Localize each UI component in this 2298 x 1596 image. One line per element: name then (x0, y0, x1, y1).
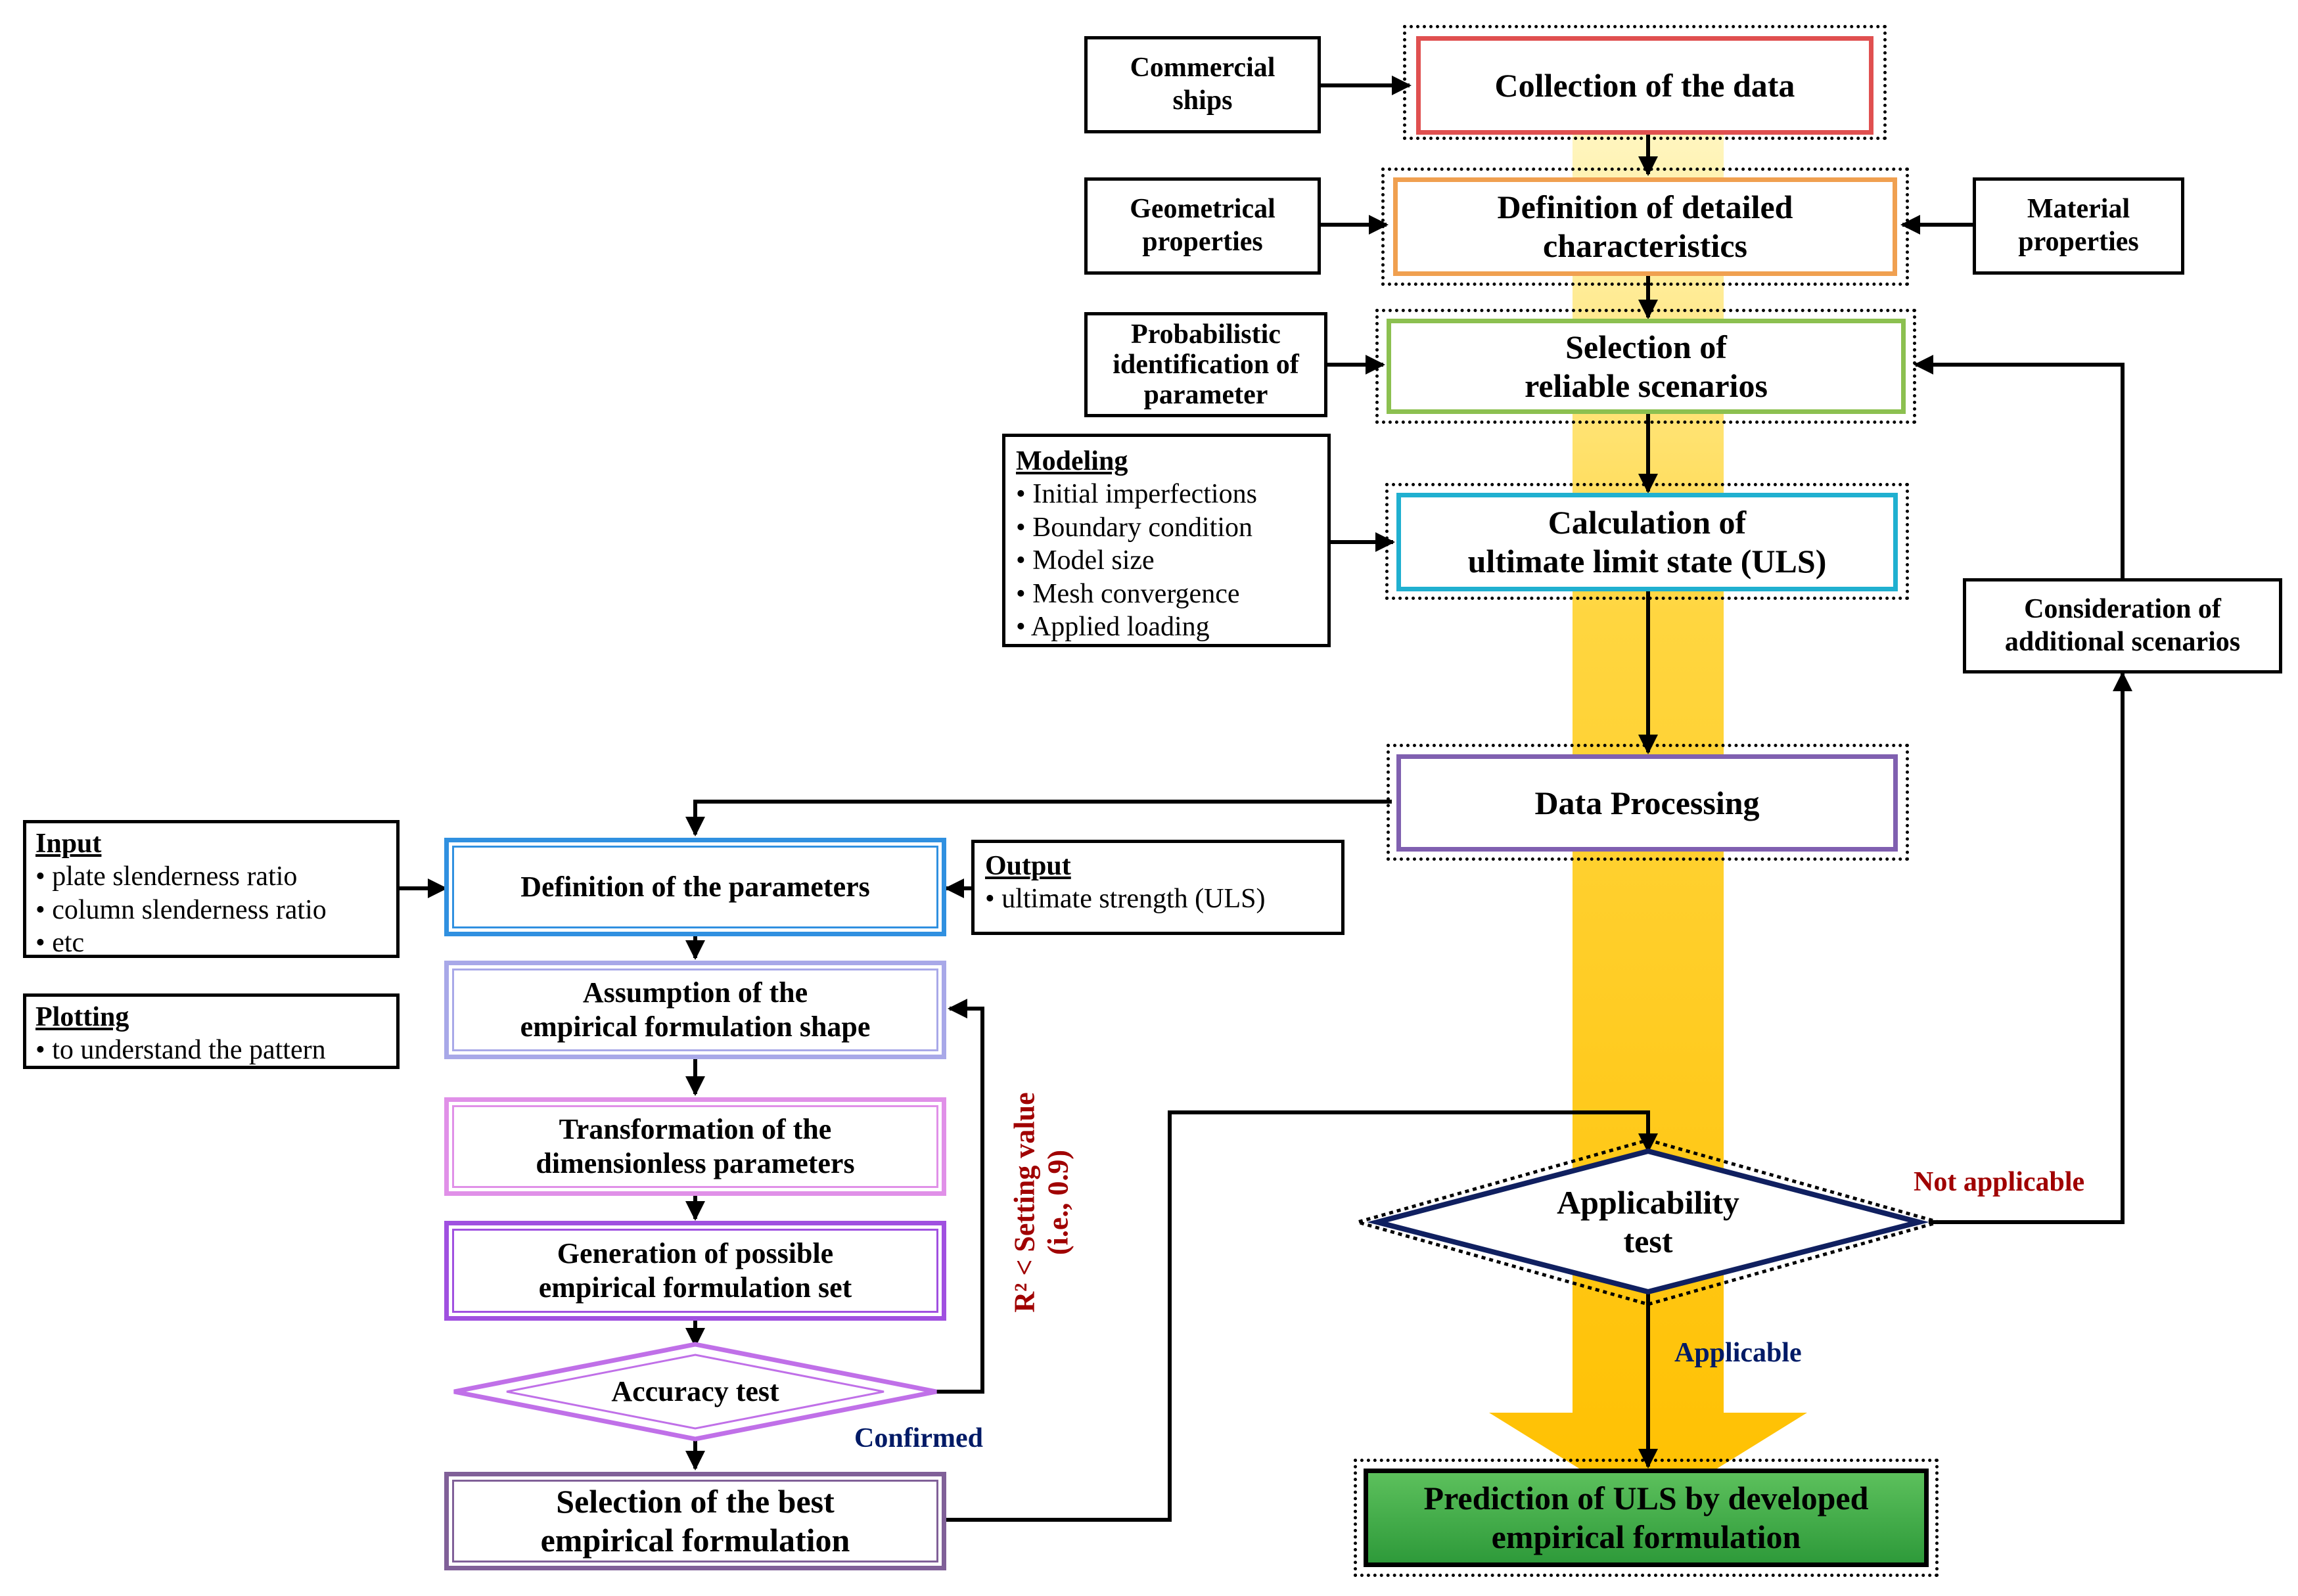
assumption-label-1: Assumption of the (582, 976, 808, 1009)
best-formulation-box: Selection of the best empirical formulat… (444, 1472, 946, 1570)
selection-label-1: Selection of (1565, 328, 1727, 365)
assumption-label-2: empirical formulation shape (520, 1011, 871, 1043)
commercial-ships-label-1: Commercial (1130, 53, 1275, 83)
confirmed-label: Confirmed (854, 1423, 983, 1453)
best-label-1: Selection of the best (556, 1483, 835, 1520)
probabilistic-box: Probabilistic identification of paramete… (1084, 312, 1327, 417)
selection-box: Selection of reliable scenarios (1387, 319, 1906, 414)
definition-dotted-frame (1381, 168, 1909, 286)
selection-label-2: reliable scenarios (1525, 367, 1768, 404)
probabilistic-label-1: Probabilistic (1131, 319, 1281, 350)
prediction-label-2: empirical formulation (1491, 1518, 1801, 1555)
arrow-not-applicable-to-consideration (1929, 672, 2132, 1224)
generation-label-2: empirical formulation set (538, 1271, 852, 1304)
definition-box: Definition of detailed characteristics (1393, 177, 1897, 276)
accuracy-label: Accuracy test (611, 1375, 779, 1408)
arrow-consideration-to-selection (1914, 355, 2125, 588)
applicability-label-2: test (1623, 1223, 1673, 1260)
input-title: Input (35, 829, 102, 859)
processing-dotted-frame (1387, 744, 1909, 861)
arrow-best-to-applicability (945, 1110, 1658, 1522)
prediction-label-1: Prediction of ULS by developed (1423, 1480, 1869, 1516)
modeling-item: • Model size (1016, 545, 1155, 576)
probabilistic-label-2: identification of (1113, 349, 1299, 380)
best-label-2: empirical formulation (540, 1522, 850, 1559)
modeling-box: Modeling • Initial imperfections • Bound… (1002, 434, 1331, 647)
parameters-label: Definition of the parameters (520, 871, 870, 903)
modeling-title: Modeling (1016, 446, 1128, 476)
prediction-dotted-frame (1354, 1459, 1939, 1577)
modeling-item: • Applied loading (1016, 611, 1210, 642)
collection-dotted-frame (1403, 25, 1887, 140)
material-properties-box: Material properties (1973, 177, 2184, 275)
input-item: • plate slenderness ratio (35, 861, 298, 892)
applicability-diamond (1367, 1148, 1929, 1295)
generation-label-1: Generation of possible (557, 1237, 834, 1270)
processing-box: Data Processing (1396, 754, 1898, 852)
output-box: Output • ultimate strength (ULS) (971, 840, 1344, 935)
applicability-label-box: Applicability test (1479, 1173, 1818, 1271)
parameters-box: Definition of the parameters (444, 838, 946, 936)
collection-box: Collection of the data (1416, 36, 1873, 135)
material-label-1: Material (2027, 194, 2130, 225)
geometrical-label-1: Geometrical (1130, 194, 1275, 225)
probabilistic-label-3: parameter (1143, 380, 1268, 411)
assumption-box: Assumption of the empirical formulation … (444, 961, 946, 1059)
geometrical-properties-box: Geometrical properties (1084, 177, 1321, 275)
modeling-item: • Initial imperfections (1016, 479, 1257, 510)
output-title: Output (985, 851, 1071, 881)
processing-label: Data Processing (1534, 784, 1760, 821)
calculation-box: Calculation of ultimate limit state (ULS… (1396, 493, 1898, 591)
modeling-item: • Mesh convergence (1016, 578, 1240, 609)
accuracy-diamond-outer (453, 1342, 937, 1442)
accuracy-label-box: Accuracy test (526, 1370, 865, 1413)
plotting-item: • to understand the pattern (35, 1035, 326, 1066)
input-item: • etc (35, 928, 85, 959)
definition-label-1: Definition of detailed (1497, 189, 1793, 225)
input-item: • column slenderness ratio (35, 894, 327, 925)
transformation-box: Transformation of the dimensionless para… (444, 1097, 946, 1196)
definition-label-2: characteristics (1543, 227, 1747, 264)
accuracy-diamond-inner (506, 1354, 885, 1430)
applicability-label-1: Applicability (1557, 1184, 1739, 1221)
arrow-accuracy-feedback (936, 999, 984, 1394)
applicable-label: Applicable (1674, 1338, 1802, 1368)
material-label-2: properties (2018, 227, 2139, 257)
prediction-box: Prediction of ULS by developed empirical… (1364, 1469, 1929, 1567)
r2-condition-label: R² < Setting value (i.e., 0.9) (1005, 1078, 1078, 1327)
r2-label-1: R² < Setting value (1008, 1092, 1041, 1313)
commercial-ships-box: Commercial ships (1084, 36, 1321, 133)
input-box: Input • plate slenderness ratio • column… (23, 820, 400, 958)
additional-label-1: Consideration of (2024, 593, 2221, 624)
modeling-item: • Boundary condition (1016, 512, 1252, 543)
not-applicable-label: Not applicable (1914, 1167, 2085, 1197)
calculation-label-1: Calculation of (1548, 504, 1747, 541)
selection-dotted-frame (1375, 309, 1916, 424)
calculation-label-2: ultimate limit state (ULS) (1467, 543, 1827, 580)
output-item: • ultimate strength (ULS) (985, 884, 1266, 915)
generation-box: Generation of possible empirical formula… (444, 1221, 946, 1321)
geometrical-label-2: properties (1142, 227, 1263, 257)
r2-label-2: (i.e., 0.9) (1042, 1149, 1074, 1256)
plotting-title: Plotting (35, 1002, 129, 1032)
additional-scenarios-box: Consideration of additional scenarios (1963, 578, 2282, 673)
calculation-dotted-frame (1385, 483, 1909, 600)
commercial-ships-label-2: ships (1172, 85, 1233, 116)
plotting-box: Plotting • to understand the pattern (23, 993, 400, 1069)
arrow-processing-to-parameters (685, 800, 1392, 836)
collection-label: Collection of the data (1494, 66, 1795, 104)
transformation-label-2: dimensionless parameters (536, 1147, 855, 1179)
additional-label-2: additional scenarios (2004, 626, 2241, 657)
transformation-label-1: Transformation of the (559, 1113, 832, 1146)
